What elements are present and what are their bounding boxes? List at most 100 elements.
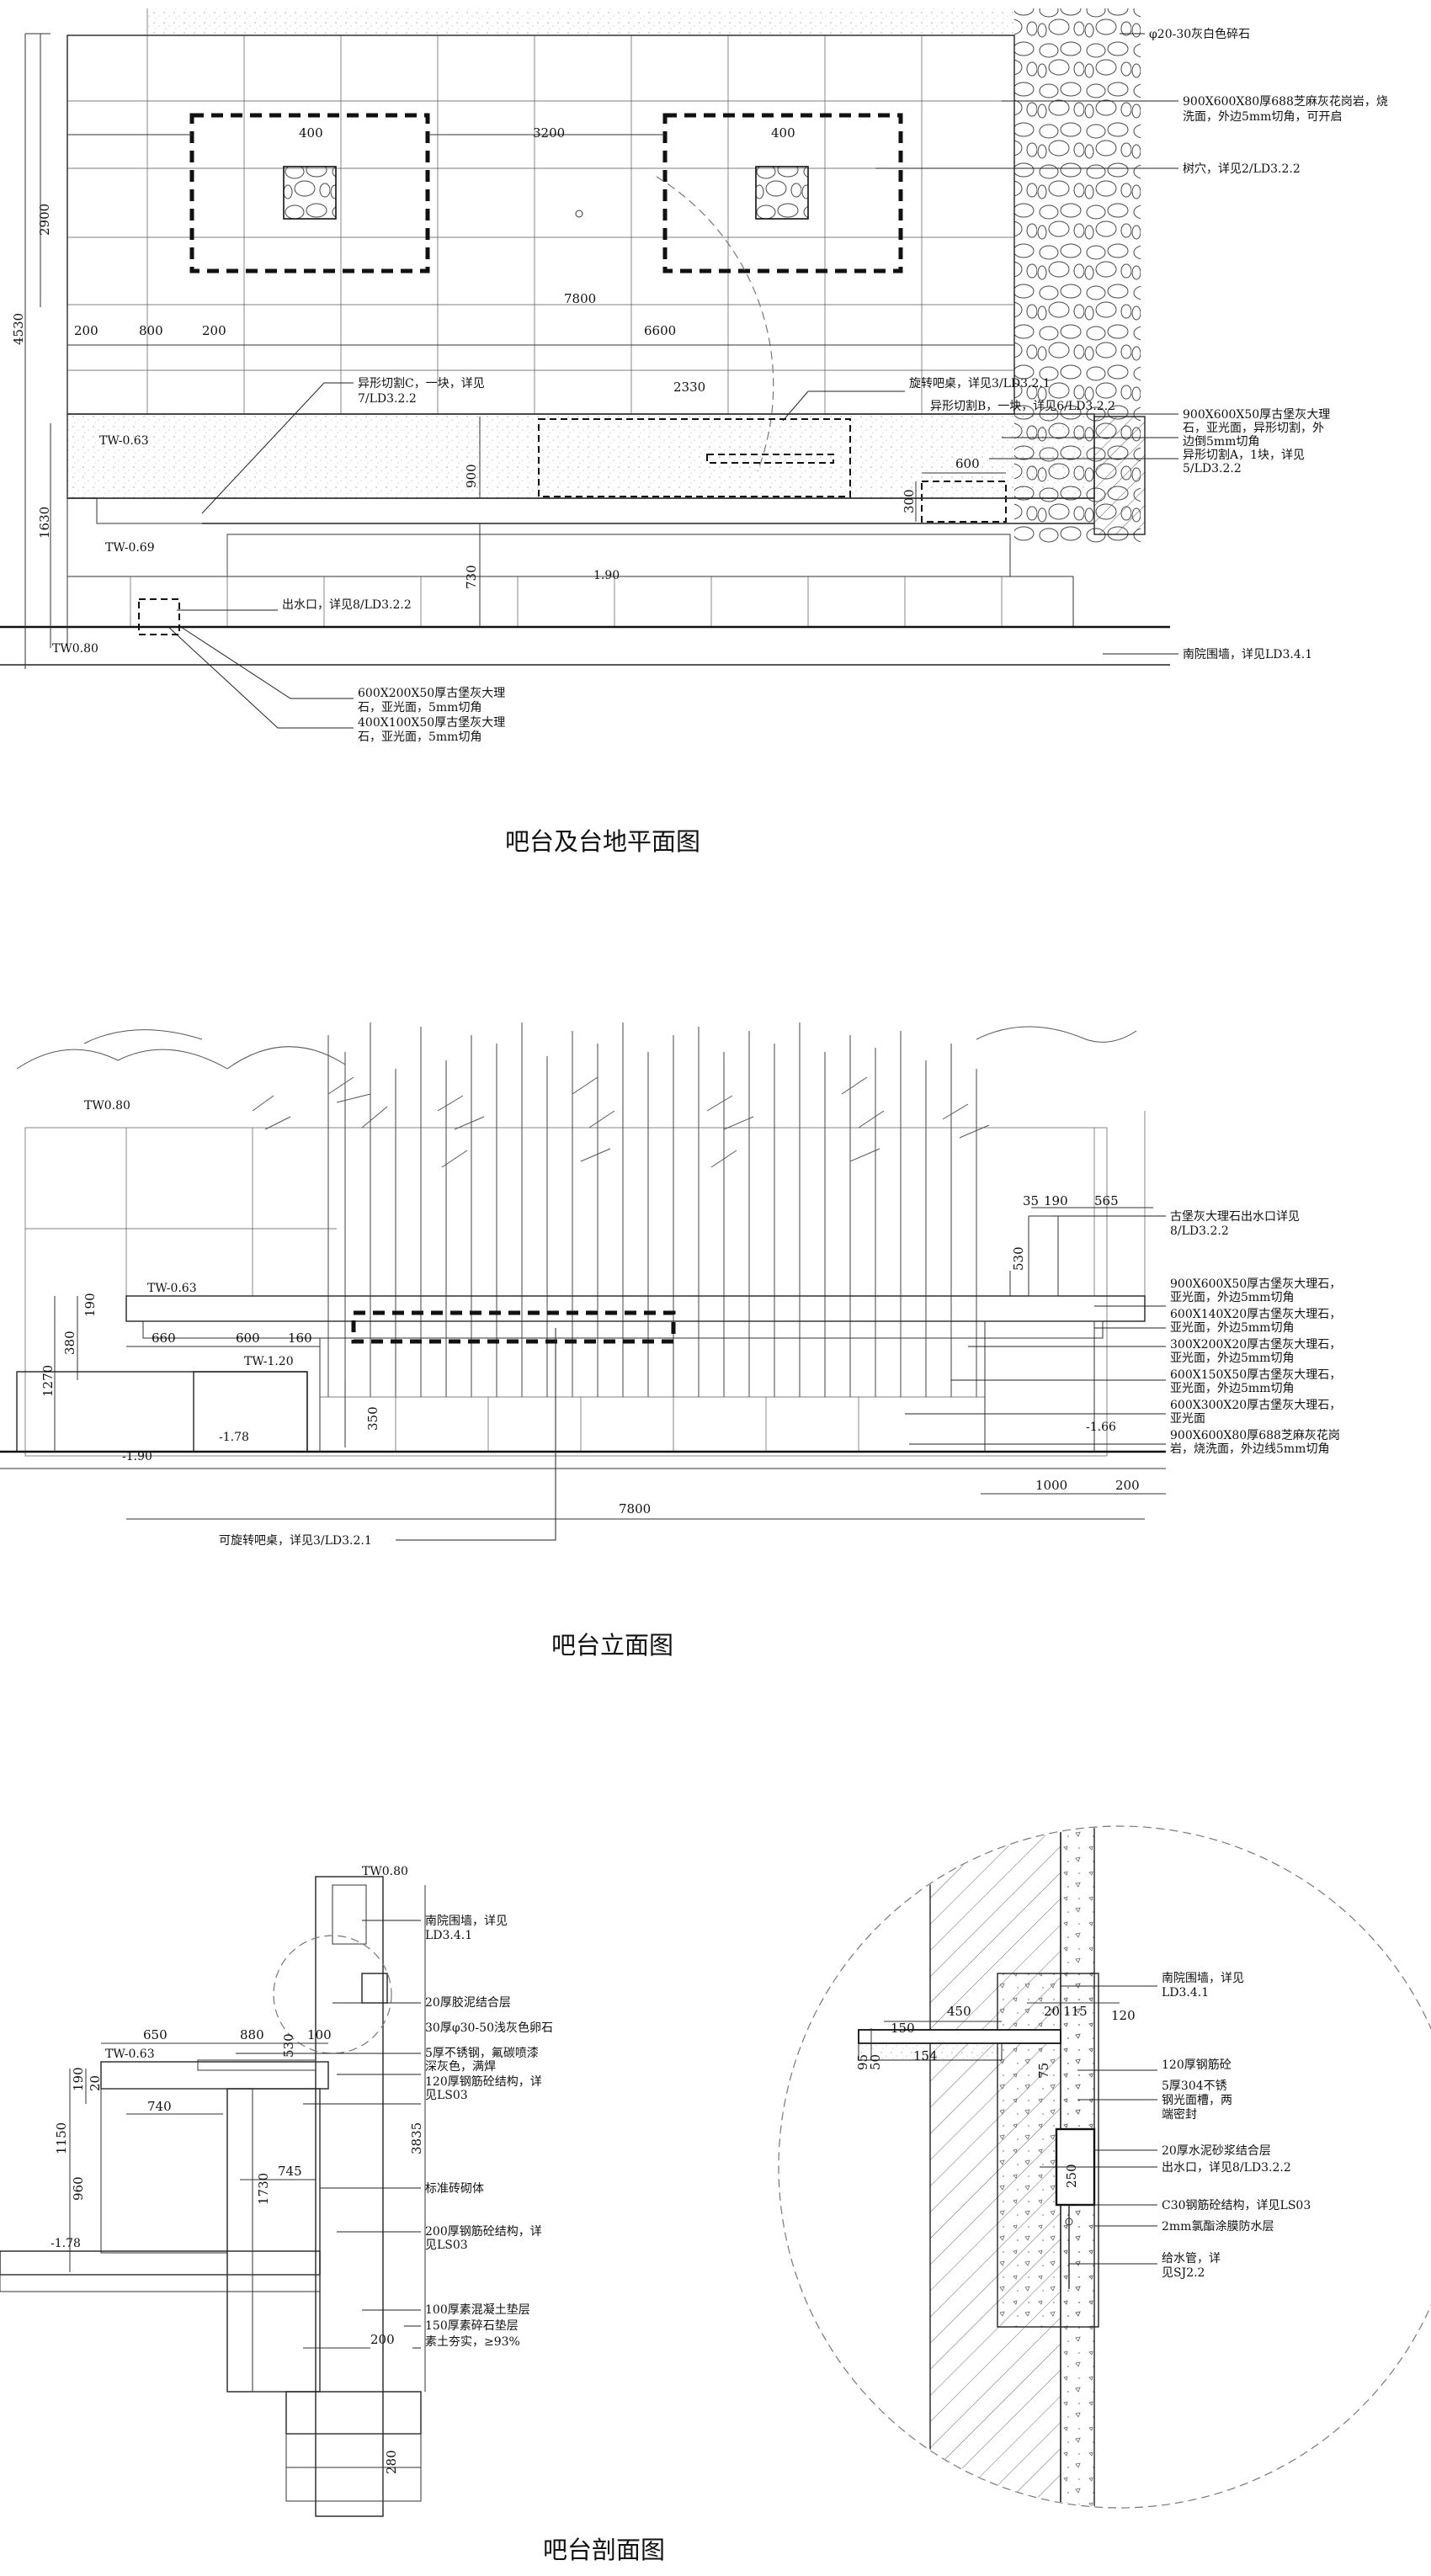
note-text: 标准砖砌体 [425,2182,484,2196]
dim-text: 200 [74,323,98,338]
dim-text: 7800 [619,1501,651,1516]
note-text: 异形切割B，一块，详见6/LD3.2.2 [930,399,1115,413]
level-text: -1.66 [1086,1421,1116,1434]
brick-masonry [226,2088,321,2393]
note-text: 20厚胶泥结合层 [425,1995,511,2010]
note-text: 600X140X20厚古堡灰大理石， [1170,1308,1341,1321]
note-text: 可旋转吧桌，详见3/LD3.2.1 [219,1534,372,1548]
level-text: -1.78 [219,1431,249,1444]
dim-text: 1630 [37,507,52,539]
elevation-view [0,1022,1166,1520]
note-text: 钢光面槽，两 [1162,2094,1232,2107]
note-text: 出水口，详见8/LD3.2.2 [282,598,412,612]
level-text: TW-0.63 [147,1282,197,1295]
dim-text: 450 [947,2004,971,2019]
dim-text: 880 [240,2027,264,2042]
note-text: 端密封 [1162,2107,1197,2122]
plan-title: 吧台及台地平面图 [505,827,700,856]
note-text: LD3.4.1 [425,1929,472,1942]
dim-text: 200 [1115,1478,1140,1493]
note-text: 树穴，详见2/LD3.2.2 [1183,162,1301,176]
dim-text: 600 [955,456,980,471]
note-text: 出水口，详见8/LD3.2.2 [1162,2161,1291,2175]
dim-text: 100 [307,2027,332,2042]
note-text: 300X200X20厚古堡灰大理石， [1170,1338,1341,1352]
dim-text: 900 [464,464,479,488]
dim-text: 660 [152,1330,176,1346]
note-text: 20厚水泥砂浆结合层 [1162,2144,1271,2158]
dim-text: 95 [855,2054,870,2070]
swivel-table [351,1310,676,1344]
dim-text: 4530 [11,313,26,345]
level-text: TW0.80 [52,642,98,656]
note-text: 南院围墙，详见 [425,1915,508,1928]
plan-view [0,8,1170,669]
dim-text: 960 [71,2176,86,2201]
dim-text: 740 [147,2099,172,2114]
dim-text: 3200 [533,125,565,141]
section-title: 吧台剖面图 [543,2536,665,2564]
dim-text: 115 [1063,2004,1088,2019]
dim-text: 200 [370,2332,395,2347]
dim-text: 400 [299,125,323,141]
note-text: 石，亚光面，5mm切角 [358,730,481,744]
elevation-title: 吧台立面图 [551,1631,673,1660]
note-text: 洗面，外边5mm切角，可开启 [1183,110,1342,124]
note-text: 600X200X50厚古堡灰大理 [358,687,505,700]
note-text: 30厚φ30-50浅灰色卵石 [425,2021,553,2035]
note-text: 120厚钢筋砼 [1162,2058,1232,2072]
section-texts: 650 880 530 100 190 20 740 1150 960 745 … [51,1865,1311,2564]
note-text: 深灰色，满焊 [425,2059,496,2074]
dim-text: 1270 [40,1365,56,1397]
note-text: LD3.4.1 [1162,1986,1209,2000]
note-text: 400X100X50厚古堡灰大理 [358,716,505,730]
note-text: 边倒5mm切角 [1183,435,1259,449]
dim-text: 1150 [54,2122,69,2154]
note-text: 见SJ2.2 [1162,2266,1205,2280]
note-text: 150厚素碎石垫层 [425,2319,519,2333]
note-text: 900X600X50厚古堡灰大理石， [1170,1277,1341,1291]
note-text: C30钢筋砼结构，详见LS03 [1162,2198,1311,2212]
dim-text: 565 [1094,1193,1119,1208]
dim-text: 200 [202,323,226,338]
granite-paving [66,35,1015,415]
dim-text: 154 [913,2048,938,2063]
note-text: 200厚钢筋砼结构，详 [425,2224,542,2239]
dim-text: 250 [1064,2164,1079,2188]
elevation-texts: 35 190 565 530 190 380 1270 660 600 160 … [40,1099,1341,1660]
note-text: 900X600X50厚古堡灰大理 [1183,408,1330,422]
note-text: 异形切割C，一块，详见 [358,376,485,390]
dim-text: 800 [139,323,163,338]
note-text: 岩，烧洗面，外边线5mm切角 [1170,1442,1329,1456]
dim-text: 1730 [256,2173,271,2205]
dim-text: 190 [71,2067,86,2091]
dim-text: 530 [1011,1246,1026,1271]
note-text: 2mm氯酯涂膜防水层 [1162,2220,1274,2233]
dim-text: 150 [891,2021,915,2036]
note-text: 5厚不锈钢，氟碳喷漆 [425,2047,539,2060]
note-text: 7/LD3.2.2 [358,392,417,406]
note-text: 亚光面，外边5mm切角 [1170,1352,1294,1365]
note-text: 见LS03 [425,2089,468,2102]
leader-lines [168,33,1178,2349]
note-text: 给水管，详 [1162,2252,1221,2265]
note-text: 石，亚光面，5mm切角 [358,701,481,714]
counter-slab [125,1295,1146,1322]
dim-text: 75 [1036,2063,1051,2079]
note-text: 100厚素混凝土垫层 [425,2303,530,2317]
note-text: 南院围墙，详见LD3.4.1 [1183,648,1312,661]
note-text: 900X600X80厚688芝麻灰花岗岩，烧 [1183,95,1388,109]
level-text: TW-0.63 [105,2048,155,2061]
note-text: 8/LD3.2.2 [1170,1224,1229,1238]
dim-text: 1000 [1035,1478,1067,1493]
dim-text: 7800 [564,291,596,306]
note-text: 亚光面，外边5mm切角 [1170,1291,1294,1304]
tree-pit-left [189,113,430,274]
level-text: TW0.80 [84,1099,130,1113]
dim-text: 20 [1044,2004,1060,2019]
note-text: 南院围墙，详见 [1162,1972,1244,1985]
note-text: 亚光面 [1170,1412,1205,1426]
note-text: φ20-30灰白色碎石 [1149,27,1250,41]
plan-texts: 400 3200 400 2900 4530 7800 200 800 200 … [11,27,1388,856]
